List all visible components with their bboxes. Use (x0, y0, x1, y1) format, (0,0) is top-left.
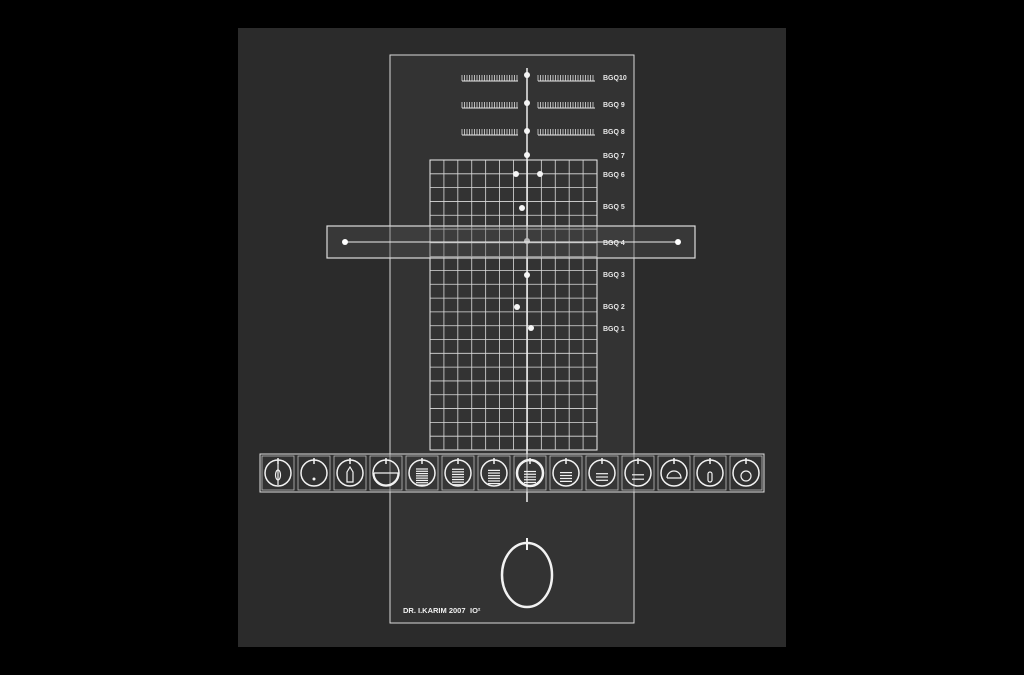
pendulum-icon[interactable] (261, 455, 295, 491)
lines-8-icon[interactable] (405, 455, 439, 491)
dot-icon[interactable] (297, 455, 331, 491)
signature-mark: IO² (470, 606, 481, 615)
scale-label: BGQ 5 (603, 204, 625, 211)
bowl-icon[interactable] (369, 455, 403, 491)
lines-2-icon[interactable] (621, 455, 655, 491)
strip-border (259, 453, 765, 493)
scale-dot (513, 171, 519, 177)
signature: DR. I.KARIM 2007 (403, 606, 466, 615)
scale-dot (537, 171, 543, 177)
slider-bar[interactable] (326, 225, 696, 259)
scale-label: BGQ 3 (603, 272, 625, 279)
lines-6-icon[interactable] (477, 455, 511, 491)
dome-icon[interactable] (657, 455, 691, 491)
scale-dot (528, 325, 534, 331)
scale-label: BGQ 9 (603, 102, 625, 109)
lines-7-icon[interactable] (441, 455, 475, 491)
scale-dot (524, 100, 530, 106)
bottle-icon[interactable] (333, 455, 367, 491)
scale-label: BGQ 6 (603, 172, 625, 179)
scale-dot (519, 205, 525, 211)
scale-dot (514, 304, 520, 310)
comb-scales (461, 75, 595, 136)
scale-label: BGQ 4 (603, 240, 625, 247)
acrylic-plate (389, 54, 635, 624)
scale-dot (524, 152, 530, 158)
scale-label: BGQ 2 (603, 304, 625, 311)
scale-label: BGQ10 (603, 75, 627, 82)
ring-icon[interactable] (729, 455, 763, 491)
measurement-grid (429, 159, 598, 451)
scale-dot (524, 272, 530, 278)
oval-icon (500, 538, 554, 609)
scale-dot (524, 72, 530, 78)
lines-4-icon[interactable] (549, 455, 583, 491)
scale-label: BGQ 1 (603, 326, 625, 333)
lines-5-icon[interactable] (513, 455, 547, 491)
scale-label: BGQ 8 (603, 129, 625, 136)
pill-icon[interactable] (693, 455, 727, 491)
scale-label: BGQ 7 (603, 153, 625, 160)
lines-3-icon[interactable] (585, 455, 619, 491)
icon-strip (259, 453, 765, 493)
scale-dot (524, 128, 530, 134)
